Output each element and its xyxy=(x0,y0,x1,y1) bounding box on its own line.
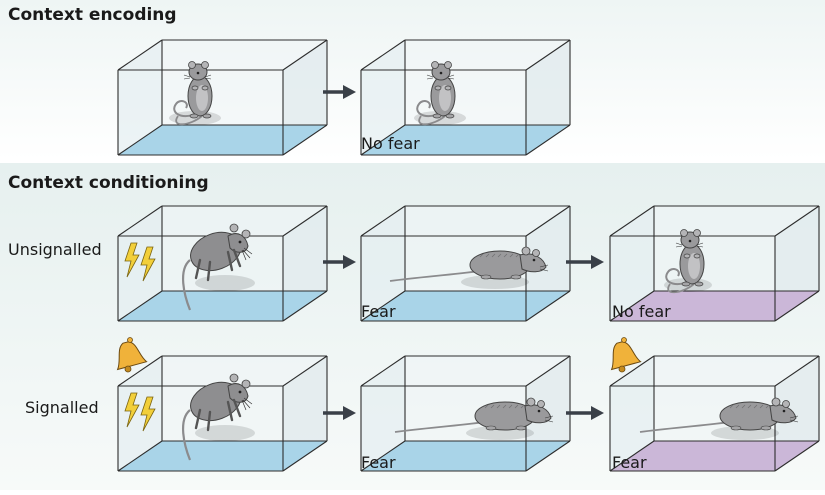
caption-signalled-end: Fear xyxy=(612,453,647,472)
row-label-signalled: Signalled xyxy=(25,398,99,417)
encoding-title: Context encoding xyxy=(8,5,177,25)
encoding-box-1 xyxy=(117,39,328,156)
encoding-box-2 xyxy=(360,39,571,156)
unsignalled-box-2-floor xyxy=(361,291,570,321)
rat-icon xyxy=(173,61,213,126)
arrow-right-icon xyxy=(566,255,604,269)
row-label-unsignalled: Unsignalled xyxy=(8,240,102,259)
rat-icon xyxy=(389,246,549,282)
arrow-right-icon xyxy=(323,255,356,269)
rat-shadow xyxy=(195,275,255,291)
rat-icon xyxy=(182,223,253,311)
rat-icon xyxy=(416,61,456,126)
signalled-box-1-floor xyxy=(118,441,327,471)
encoding-box-1-floor xyxy=(118,125,327,155)
encoding-box-2-floor xyxy=(361,125,570,155)
caption-signalled-mid: Fear xyxy=(361,453,396,472)
caption-unsignalled-mid: Fear xyxy=(361,302,396,321)
shock-icon xyxy=(124,392,156,432)
signalled-box-2-floor xyxy=(361,441,570,471)
unsignalled-box-3-floor xyxy=(610,291,819,321)
arrow-right-icon xyxy=(323,85,356,99)
arrow-right-icon xyxy=(566,406,604,420)
rat-icon xyxy=(182,373,253,461)
rat-icon xyxy=(639,397,799,433)
shock-icon xyxy=(124,242,156,282)
caption-unsignalled-end: No fear xyxy=(612,302,671,321)
arrow-right-icon xyxy=(323,406,356,420)
rat-icon xyxy=(665,229,705,294)
signalled-box-3-floor xyxy=(610,441,819,471)
rat-shadow xyxy=(195,425,255,441)
conditioning-title: Context conditioning xyxy=(8,173,209,193)
caption-encoding-result: No fear xyxy=(361,134,420,153)
bell-icon xyxy=(116,337,148,373)
rat-icon xyxy=(394,397,554,433)
bell-icon xyxy=(610,337,642,373)
unsignalled-box-1-floor xyxy=(118,291,327,321)
